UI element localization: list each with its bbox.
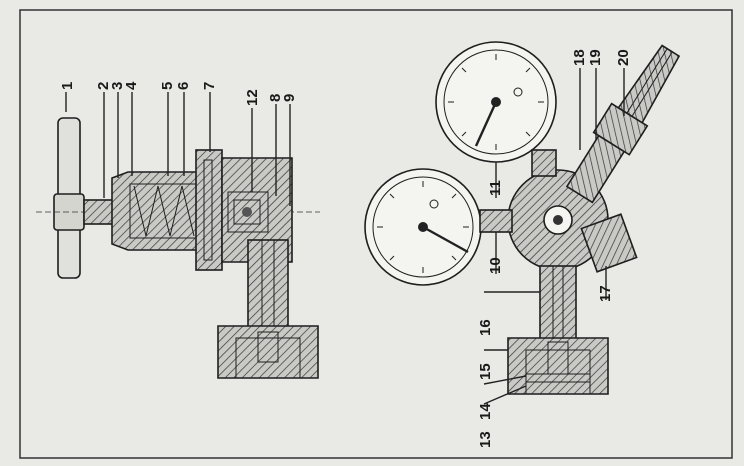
safety-valve — [580, 213, 638, 273]
label-12: 12 — [244, 89, 261, 106]
inlet-nut — [217, 325, 319, 379]
right-regulator — [364, 41, 681, 395]
label-group-right-top: 18 19 20 — [571, 49, 632, 150]
filter-disc — [525, 373, 591, 383]
label-14: 14 — [477, 403, 494, 420]
valve-seat — [233, 199, 261, 225]
inlet-stem-right — [539, 265, 577, 341]
gauge-needle-lower — [422, 225, 469, 254]
gauge-connector-upper — [531, 149, 557, 177]
label-3: 3 — [109, 82, 126, 90]
label-13: 13 — [477, 431, 494, 448]
valve-chamber — [227, 191, 269, 233]
spring — [133, 185, 195, 237]
label-17: 17 — [597, 285, 614, 302]
label-group-right-bottom: 16 15 14 13 — [477, 291, 540, 448]
label-5: 5 — [159, 82, 176, 90]
label-group-right-middle: 11 10 17 — [487, 162, 614, 302]
diaphragm-clamp — [195, 149, 223, 271]
outlet-fitting — [565, 44, 681, 204]
label-15: 15 — [477, 363, 494, 380]
label-20: 20 — [615, 49, 632, 66]
label-6: 6 — [175, 82, 192, 90]
label-2: 2 — [95, 82, 112, 90]
pressure-gauge-lower — [364, 168, 482, 286]
label-9: 9 — [281, 94, 298, 102]
inlet-nut-right — [507, 337, 609, 395]
figure-frame — [19, 9, 733, 459]
label-18: 18 — [571, 49, 588, 66]
pressure-gauge-upper — [435, 41, 557, 163]
label-16: 16 — [477, 319, 494, 336]
diaphragm — [203, 159, 213, 261]
label-19: 19 — [587, 49, 604, 66]
left-regulator — [36, 117, 320, 379]
inlet-stem — [247, 239, 289, 329]
label-4: 4 — [123, 81, 140, 90]
gauge-connector — [479, 209, 513, 233]
label-8: 8 — [267, 94, 284, 102]
label-7: 7 — [201, 82, 218, 90]
label-10: 10 — [487, 257, 504, 274]
regulator-body — [221, 157, 293, 263]
label-1: 1 — [59, 82, 76, 90]
label-11: 11 — [487, 180, 504, 196]
inlet-nut-bore — [235, 337, 301, 379]
valve-pin — [242, 207, 252, 217]
inlet-nipple — [257, 331, 279, 363]
label-group-left: 1 2 3 4 5 6 7 12 8 9 — [59, 81, 298, 206]
gauge-needle-upper — [474, 101, 498, 147]
